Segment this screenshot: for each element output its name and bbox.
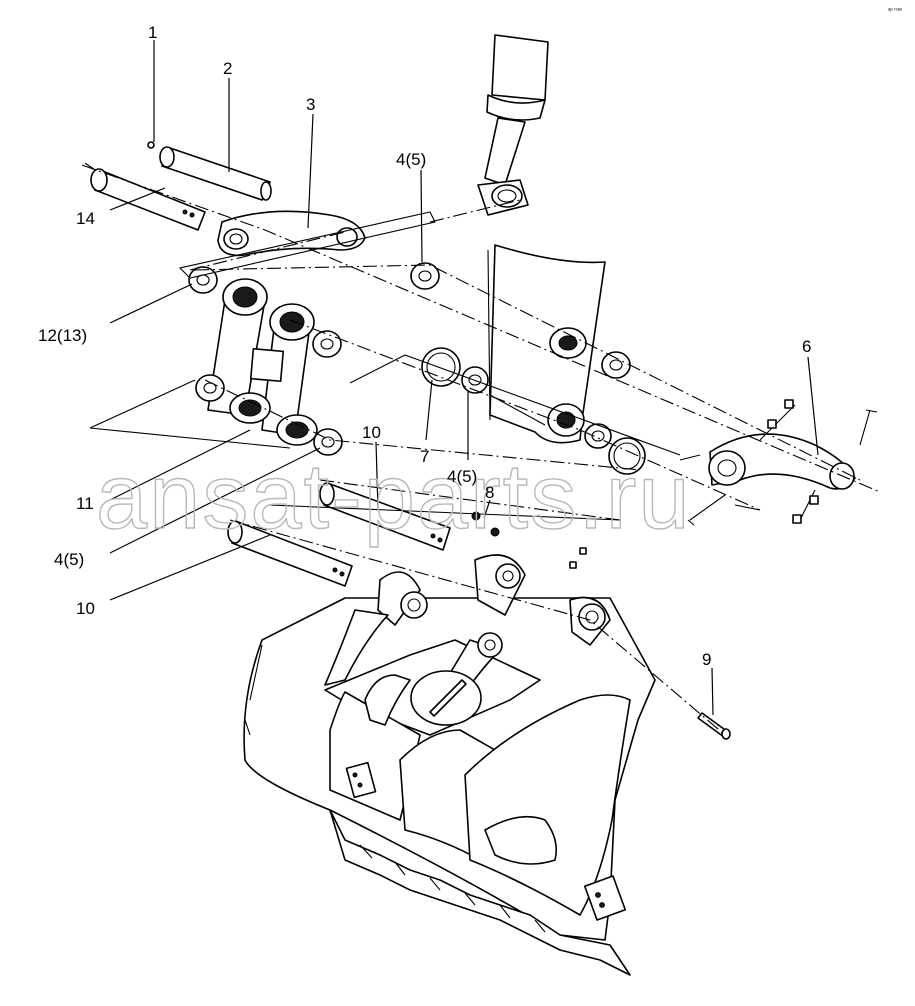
- callout-4-upper: 4(5): [396, 150, 426, 169]
- pin-14: [84, 162, 206, 231]
- link-11: [207, 278, 318, 446]
- callout-11: 11: [76, 494, 94, 513]
- callout-14: 14: [76, 209, 95, 228]
- callout-3: 3: [306, 95, 315, 114]
- callout-10-upper: 10: [362, 423, 381, 442]
- callout-6: 6: [802, 337, 811, 356]
- pin-2: [147, 141, 272, 201]
- o-rings: [421, 347, 646, 475]
- assembly-lines: [81, 164, 881, 736]
- link-6: [687, 399, 878, 526]
- cylinder-rod: [477, 34, 549, 216]
- watermark: ansat-parts.ru: [96, 446, 692, 548]
- corner-mark: ᵃᵖ ʳⁿᵃˢ: [888, 7, 902, 14]
- callout-4-lower: 4(5): [54, 550, 84, 569]
- callout-8: 8: [485, 483, 494, 502]
- callout-2: 2: [223, 59, 232, 78]
- callout-4-middle: 4(5): [447, 467, 477, 486]
- callout-7: 7: [420, 447, 429, 466]
- washers: [188, 262, 631, 456]
- link-arm-3: [217, 210, 366, 257]
- arm: [489, 244, 606, 444]
- leader-lines: [109, 40, 819, 716]
- callout-9: 9: [702, 650, 711, 669]
- bucket: [243, 554, 656, 976]
- callout-10-lower: 10: [76, 599, 95, 618]
- callout-12: 12(13): [38, 326, 87, 345]
- callout-1: 1: [148, 23, 157, 42]
